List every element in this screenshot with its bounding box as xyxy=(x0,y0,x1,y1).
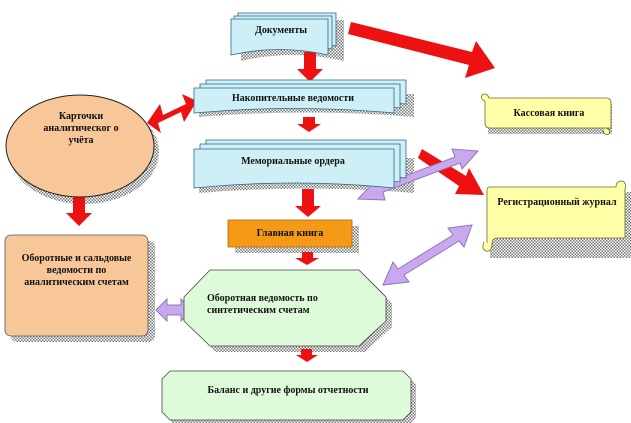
cumulative-statements-box xyxy=(193,79,407,114)
red-arrows xyxy=(66,22,495,362)
arrow-cards-to-turnover-analytic xyxy=(66,187,92,226)
arrow-memorial-to-registration xyxy=(418,149,484,195)
arrow-memorial-to-ledger xyxy=(295,189,321,217)
documents-box xyxy=(230,12,337,56)
memorial-orders-box xyxy=(193,139,407,189)
arrow-documents-to-right xyxy=(348,22,495,78)
turnover-analytic-box xyxy=(4,234,149,337)
balance-box xyxy=(161,370,412,421)
turnover-synthetic-box xyxy=(183,269,387,347)
registration-journal-scroll xyxy=(482,180,626,252)
arrow-synthetic-to-balance xyxy=(296,349,318,362)
arrow-registration-synthetic-double xyxy=(382,224,473,286)
arrow-cumulative-to-memorial xyxy=(297,117,321,132)
arrow-documents-to-cumulative xyxy=(297,52,323,82)
cash-book-scroll xyxy=(481,93,612,135)
general-ledger-box xyxy=(227,219,353,248)
arrow-ledger-to-synthetic xyxy=(295,252,319,265)
analytic-cards-ellipse xyxy=(5,94,155,198)
arrow-cumulative-cards-double xyxy=(147,94,197,133)
